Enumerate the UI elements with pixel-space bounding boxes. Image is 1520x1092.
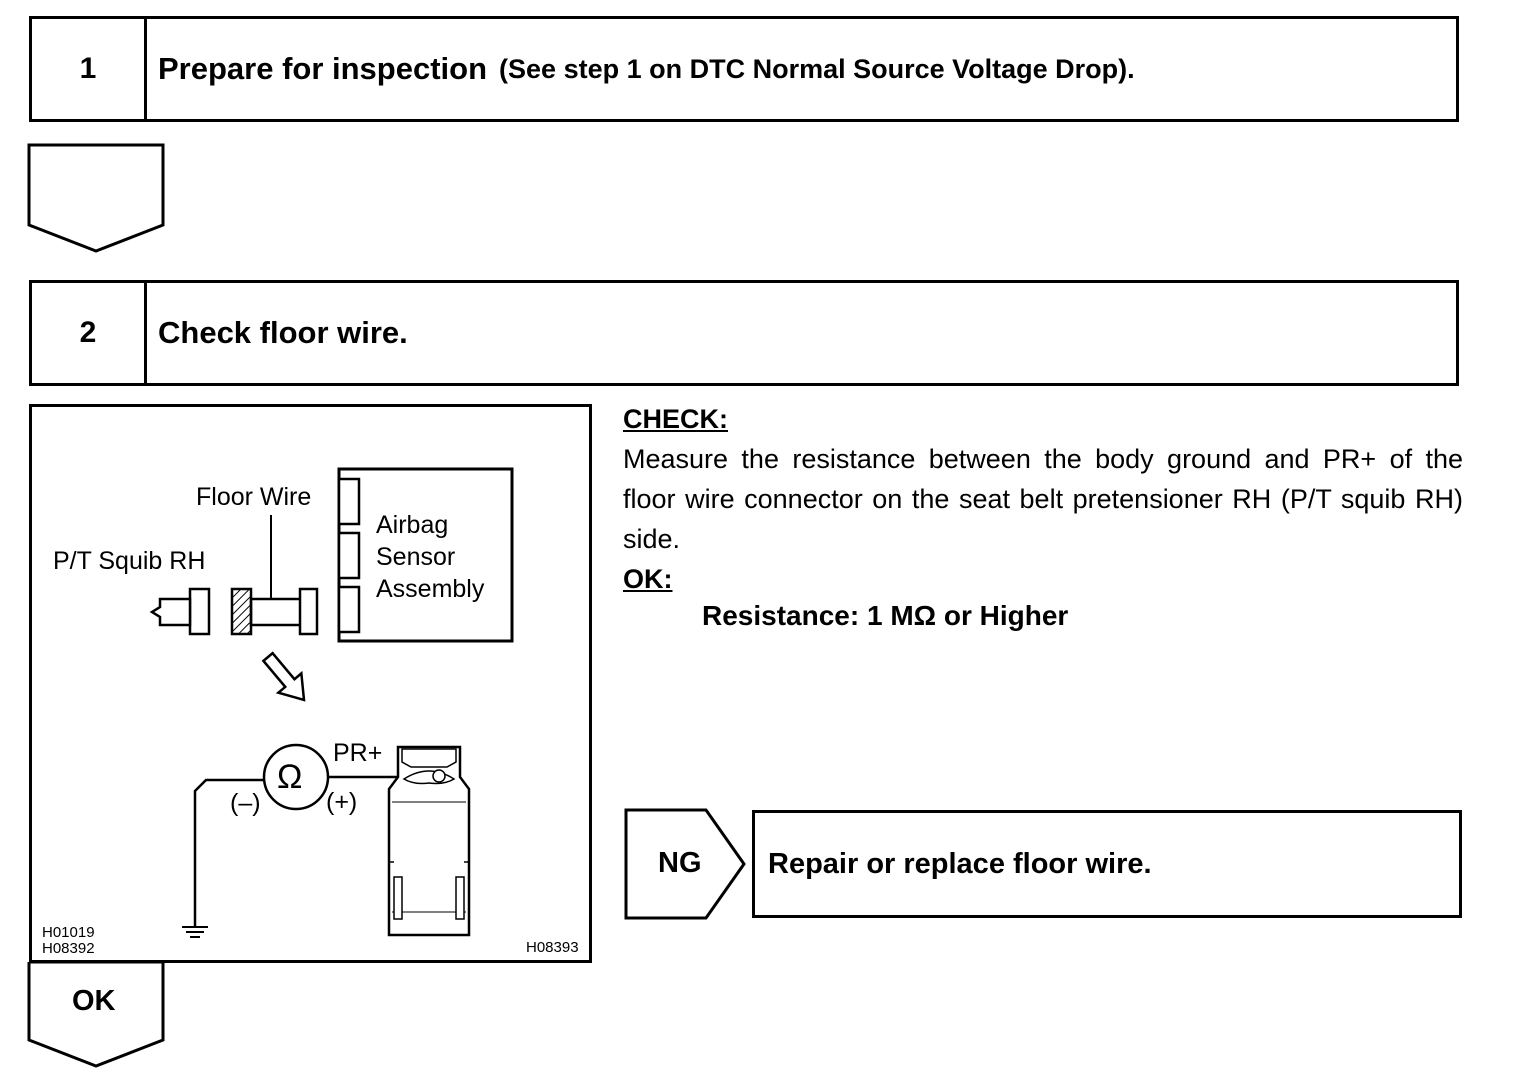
resistance-spec: Resistance: 1 MΩ or Higher <box>702 600 1069 631</box>
sensor-label-line1: Airbag <box>376 511 449 539</box>
ohm-symbol: Ω <box>277 758 303 796</box>
step-1-number: 1 <box>32 19 147 119</box>
step-2-box: 2 Check floor wire. <box>29 280 1459 386</box>
sensor-label-line2: Sensor <box>376 543 456 571</box>
negative-lead-label: (–) <box>230 789 261 817</box>
figure-code-1: H01019 <box>42 924 95 941</box>
floor-wire-label: Floor Wire <box>196 483 312 511</box>
ng-action-box: Repair or replace floor wire. <box>752 810 1462 918</box>
flow-arrow-down <box>27 143 165 253</box>
step-2-title-row: Check floor wire. <box>158 283 408 383</box>
check-heading: CHECK: <box>623 404 728 434</box>
pretensioner <box>387 745 471 937</box>
step-1-title-row: Prepare for inspection (See step 1 on DT… <box>158 19 1135 119</box>
figure-code-2: H08392 <box>42 940 95 957</box>
step-1-subtitle: (See step 1 on DTC Normal Source Voltage… <box>499 53 1135 84</box>
step-2-number: 2 <box>32 283 147 383</box>
wiring-diagram <box>149 467 514 938</box>
hatched-connector <box>230 587 253 636</box>
squib-label: P/T Squib RH <box>53 547 206 575</box>
airbag-sensor-box <box>337 467 514 643</box>
pr-plus-label: PR+ <box>333 739 383 767</box>
ok-label: OK <box>72 985 116 1017</box>
check-description: Measure the resistance between the body … <box>623 444 1463 554</box>
step-1-title: Prepare for inspection <box>158 51 488 86</box>
positive-lead-label: (+) <box>326 788 358 816</box>
ng-arrow <box>624 808 746 920</box>
step-2-title: Check floor wire. <box>158 315 408 350</box>
sensor-label-line3: Assembly <box>376 575 485 603</box>
ok-arrow <box>27 962 165 1068</box>
hollow-arrow <box>261 651 306 702</box>
figure-code-3: H08393 <box>526 939 579 956</box>
ok-heading: OK: <box>623 564 673 594</box>
step-1-box: 1 Prepare for inspection (See step 1 on … <box>29 16 1459 122</box>
ng-action-text: Repair or replace floor wire. <box>768 847 1152 880</box>
inspection-figure: Floor Wire P/T Squib RH Airbag Sensor As… <box>29 404 592 963</box>
ng-label: NG <box>658 847 702 879</box>
